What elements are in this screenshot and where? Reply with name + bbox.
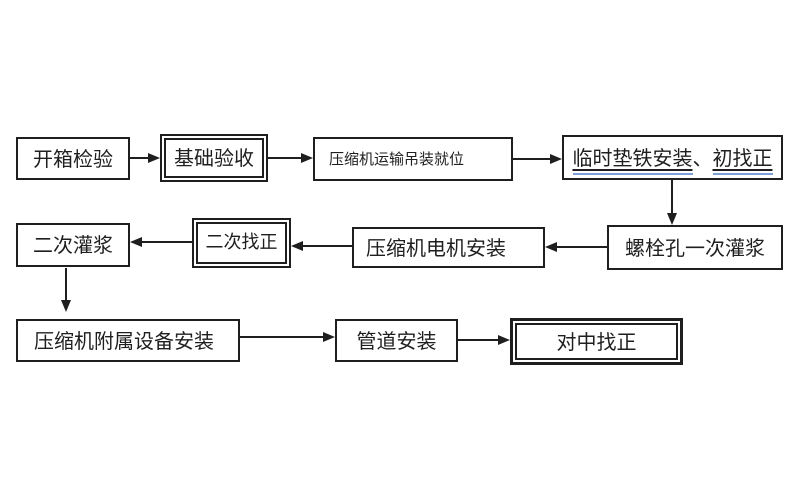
- separator-text: 、: [692, 145, 713, 170]
- arrow-auxiliary-to-piping: [240, 332, 335, 342]
- flow-node-label: 二次找正: [205, 232, 278, 254]
- arrow-foundation-to-transport: [268, 153, 313, 163]
- arrow-transport-to-temporary-shim: [513, 154, 562, 164]
- arrow-bolt-hole-to-motor: [545, 242, 607, 252]
- flow-node-centering-alignment: 对中找正: [510, 318, 683, 365]
- arrow-secondary-grouting-to-auxiliary: [61, 268, 71, 312]
- flow-node-auxiliary-equipment-installation: 压缩机附属设备安装: [16, 319, 240, 362]
- flow-node-label: 对中找正: [556, 329, 637, 354]
- flow-node-label: 管道安装: [356, 328, 437, 353]
- flow-node-label: 基础验收: [174, 146, 254, 170]
- underlined-text: 临时垫铁安装: [572, 145, 693, 175]
- arrow-piping-to-centering: [458, 335, 510, 345]
- flow-node-label: 压缩机运输吊装就位: [329, 150, 465, 168]
- flow-node-label: 螺栓孔一次灌浆: [625, 235, 765, 260]
- flow-node-secondary-alignment: 二次找正: [192, 218, 291, 268]
- flow-node-label: 压缩机附属设备安装: [34, 328, 214, 353]
- arrow-motor-to-secondary-alignment: [291, 241, 352, 251]
- flow-node-bolt-hole-first-grouting: 螺栓孔一次灌浆: [607, 225, 783, 270]
- flow-node-label: 压缩机电机安装: [366, 235, 506, 260]
- arrow-temporary-shim-to-bolt-hole: [667, 180, 677, 225]
- flow-node-piping-installation: 管道安装: [335, 319, 458, 362]
- flow-node-label: 二次灌浆: [33, 233, 113, 257]
- flow-node-unpacking-inspection: 开箱检验: [16, 137, 130, 180]
- flow-node-label: 临时垫铁安装、初找正: [572, 145, 773, 175]
- flow-node-temporary-shim-install-initial-alignment: 临时垫铁安装、初找正: [562, 135, 783, 180]
- flow-node-secondary-grouting: 二次灌浆: [16, 223, 130, 267]
- arrow-secondary-alignment-to-secondary-grouting: [130, 237, 192, 247]
- flow-node-motor-installation: 压缩机电机安装: [352, 227, 545, 268]
- flow-node-foundation-acceptance: 基础验收: [160, 134, 268, 182]
- flow-node-transport-hoisting: 压缩机运输吊装就位: [313, 137, 513, 181]
- flow-node-label: 开箱检验: [33, 146, 113, 171]
- underlined-text: 初找正: [712, 145, 773, 175]
- arrow-unpacking-to-foundation: [130, 153, 160, 163]
